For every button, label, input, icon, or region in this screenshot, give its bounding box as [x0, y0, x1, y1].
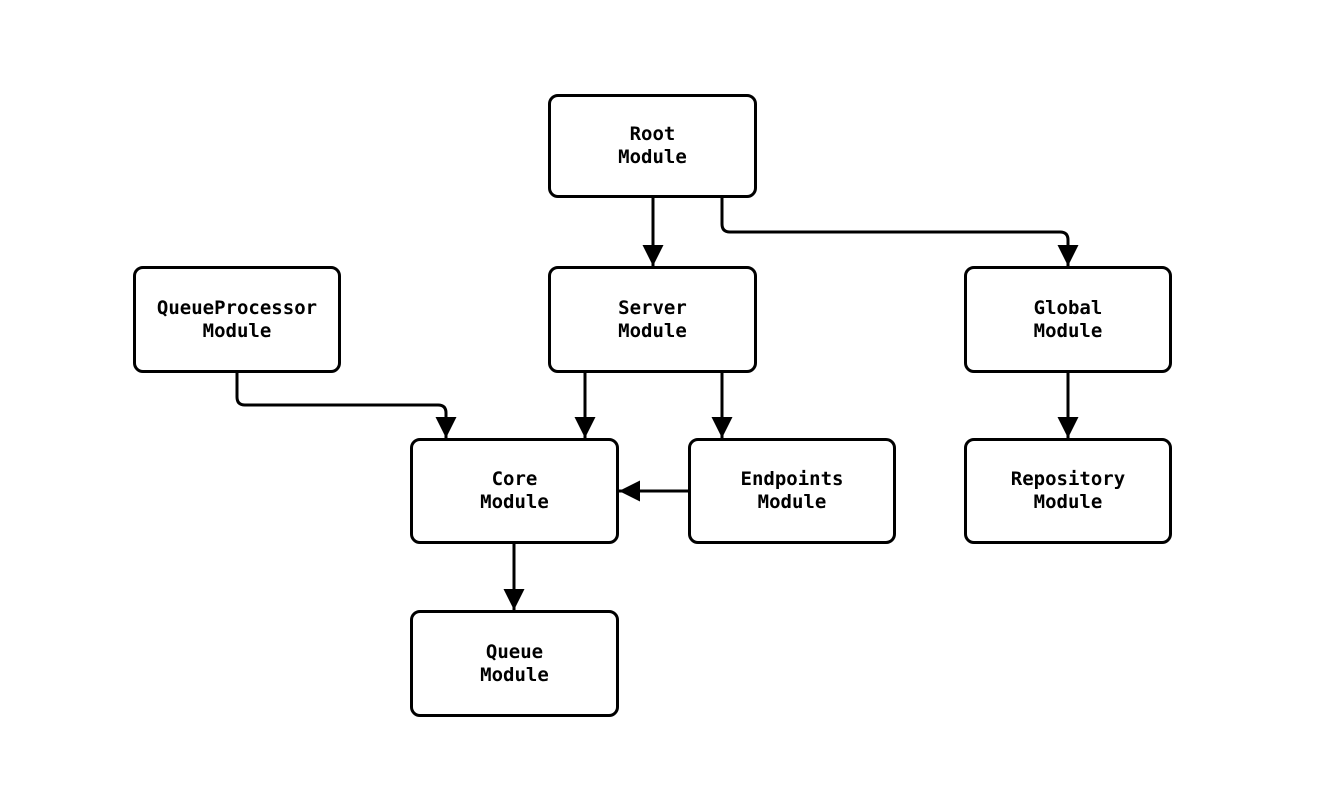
node-label-line: Module — [480, 491, 549, 513]
node-label-line: Module — [618, 146, 687, 168]
edge-root-to-global — [720, 198, 1079, 266]
node-label-line: Module — [1033, 491, 1103, 513]
node-label-line: QueueProcessor — [156, 296, 318, 319]
node-label-line: Module — [480, 663, 549, 686]
node-label-line: Server — [618, 296, 687, 319]
edge-queueprocessor-to-core — [235, 373, 457, 438]
node-label-line: Core — [491, 468, 538, 490]
node-label-line: Queue — [485, 640, 544, 663]
node-label-line: Root — [629, 123, 676, 145]
node-label-line: Module — [618, 319, 687, 342]
node-label-line: Module — [202, 319, 272, 342]
node-label-line: Global — [1033, 296, 1103, 319]
node-label-line: Endpoints — [740, 468, 844, 490]
node-label-line: Module — [1033, 319, 1103, 342]
node-label-line: Module — [757, 491, 827, 513]
node-label-line: Repository — [1010, 468, 1126, 490]
